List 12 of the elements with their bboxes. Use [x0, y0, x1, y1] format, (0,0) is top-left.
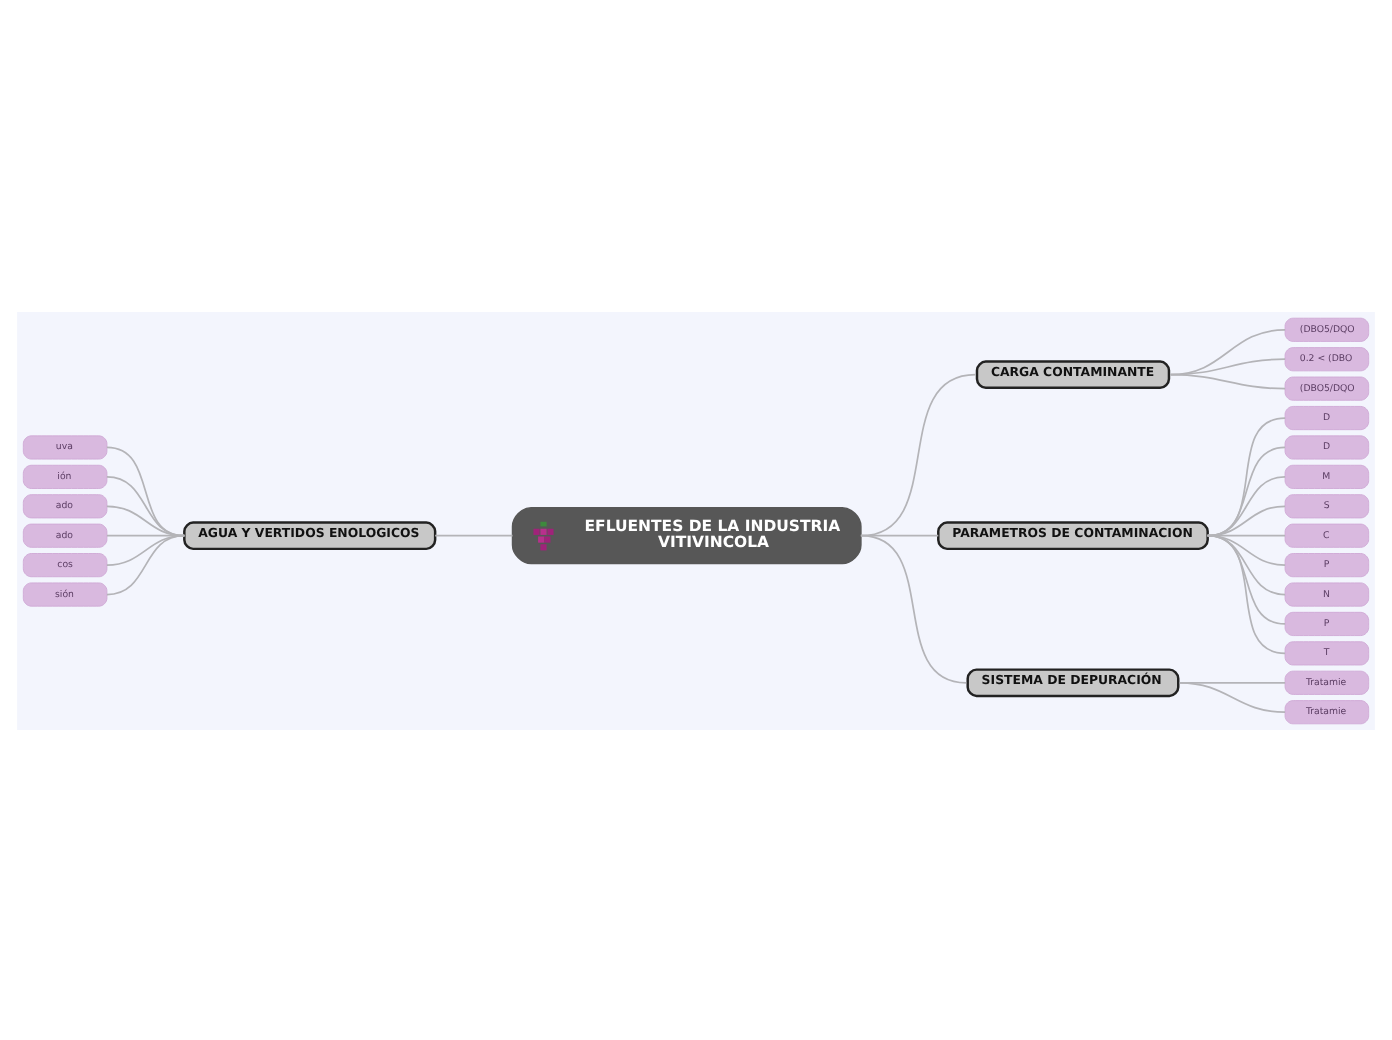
connector — [1206, 533, 1286, 654]
connector — [106, 445, 186, 536]
node-box: EFLUENTES DE LA INDUSTRIA VITIVINCOLA — [511, 506, 862, 564]
connector — [860, 533, 967, 683]
connector — [106, 475, 186, 536]
connector — [1206, 416, 1286, 536]
connector — [434, 533, 514, 536]
connector — [1206, 475, 1286, 536]
connector — [106, 533, 186, 595]
connector — [1178, 680, 1286, 713]
connector — [1206, 445, 1286, 536]
connector — [1169, 372, 1286, 389]
